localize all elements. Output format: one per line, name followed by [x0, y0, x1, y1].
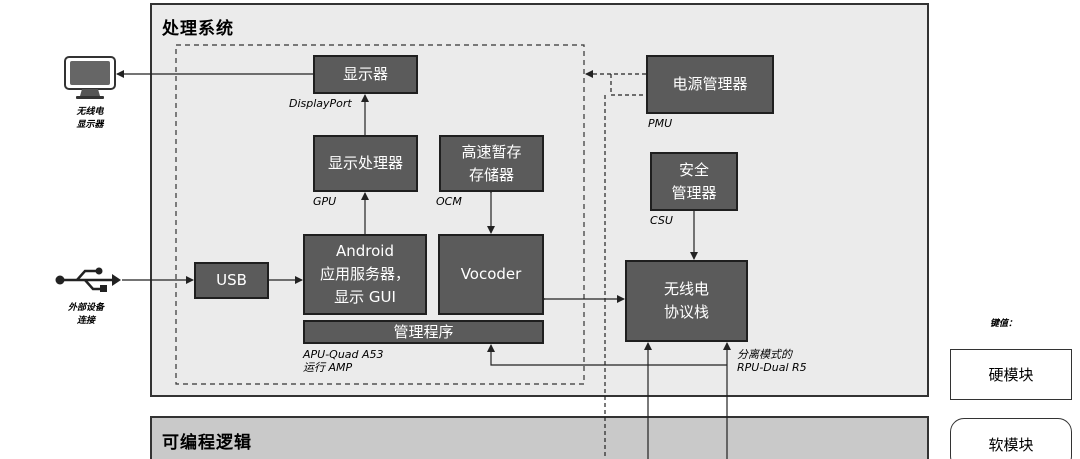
programmable-logic-panel	[150, 416, 929, 459]
apu-label: APU-Quad A53 运行 AMP	[303, 348, 384, 374]
csu-label: CSU	[650, 214, 673, 227]
security-manager-block: 安全 管理器	[650, 152, 738, 211]
vocoder-block: Vocoder	[438, 234, 544, 315]
power-manager-block: 电源管理器	[646, 55, 774, 114]
apu-boundary	[175, 44, 585, 385]
rpu-label: 分离模式的 RPU-Dual R5	[737, 348, 807, 374]
monitor-icon	[64, 56, 116, 99]
legend-soft-block: 软模块	[950, 418, 1072, 459]
legend-title: 键值：	[990, 319, 1018, 329]
displayport-label: DisplayPort	[289, 97, 352, 110]
usb-icon	[55, 267, 121, 292]
usb-block: USB	[194, 262, 269, 299]
radio-stack-block: 无线电 协议栈	[625, 260, 748, 342]
android-block: Android 应用服务器， 显示 GUI	[303, 234, 427, 315]
hypervisor-block: 管理程序	[303, 320, 544, 344]
wireless-display-caption: 无线电 显示器	[76, 107, 104, 130]
peripheral-caption: 外部设备 连接	[67, 303, 104, 326]
programmable-logic-title: 可编程逻辑	[162, 433, 252, 453]
ocm-block: 高速暂存 存储器	[439, 135, 544, 192]
gpu-block: 显示处理器	[313, 135, 418, 192]
display-block: 显示器	[313, 55, 418, 94]
rpu-to-hypervisor-line	[487, 344, 727, 366]
pmu-label: PMU	[648, 117, 673, 130]
gpu-label: GPU	[313, 195, 337, 208]
legend-hard-block: 硬模块	[950, 349, 1072, 400]
ocm-label: OCM	[436, 195, 462, 208]
processing-system-title: 处理系统	[162, 19, 234, 39]
